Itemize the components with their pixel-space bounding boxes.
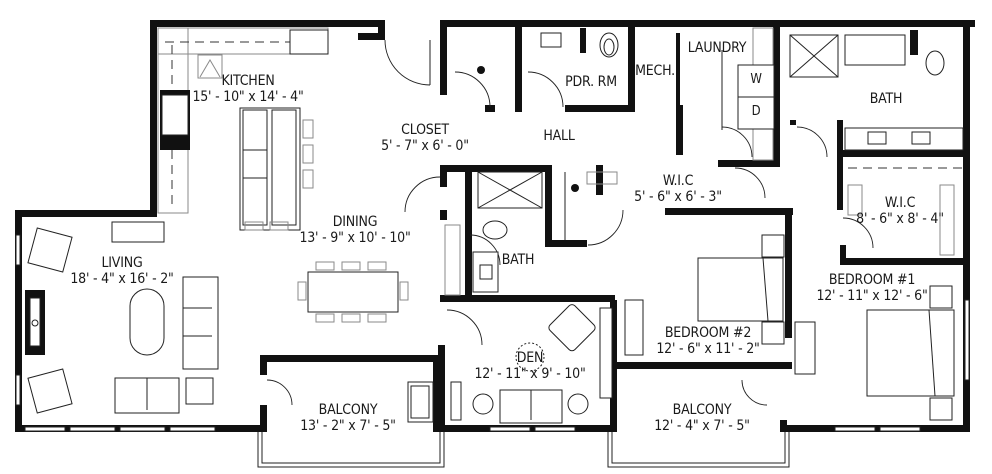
room-bath-2[interactable]: BATH <box>502 252 535 268</box>
room-dimensions: 12' - 11" x 12' - 6" <box>816 288 928 304</box>
room-hall[interactable]: HALL <box>543 128 575 144</box>
room-dimensions: 8' - 6" x 8' - 4" <box>856 211 944 227</box>
room-den[interactable]: DEN 12' - 11" x 9' - 10" <box>474 350 585 382</box>
master-bath-fixtures <box>789 30 964 256</box>
room-balcony-1[interactable]: BALCONY 13' - 2" x 7' - 5" <box>300 402 396 434</box>
room-wic-2[interactable]: W.I.C 8' - 6" x 8' - 4" <box>856 195 944 227</box>
room-name: BATH <box>869 91 903 107</box>
room-name: HALL <box>543 128 575 144</box>
room-name: W.I.C <box>884 195 916 211</box>
balcony-grill <box>407 381 434 423</box>
room-balcony-2[interactable]: BALCONY 12' - 4" x 7' - 5" <box>654 402 750 434</box>
bedroom-2-furniture <box>624 234 785 356</box>
room-dimensions: 18' - 4" x 16' - 2" <box>70 271 174 287</box>
room-name: BEDROOM #2 <box>664 325 752 341</box>
room-name: LIVING <box>101 255 143 271</box>
den-furniture <box>450 304 613 424</box>
room-name: BALCONY <box>318 402 378 418</box>
doors <box>266 39 874 406</box>
room-dimensions: 12' - 11" x 9' - 10" <box>474 366 586 382</box>
room-closet[interactable]: CLOSET 5' - 7" x 6' - 0" <box>381 122 469 154</box>
room-name: CLOSET <box>401 122 449 138</box>
bedroom-1-furniture <box>794 285 955 421</box>
room-dimensions: 13' - 2" x 7' - 5" <box>300 418 396 434</box>
room-dimensions: 12' - 6" x 11' - 2" <box>656 341 760 357</box>
kitchen-fixtures <box>157 27 329 231</box>
room-dimensions: 12' - 4" x 7' - 5" <box>654 418 750 434</box>
bath-2-fixtures <box>444 171 618 296</box>
room-mech[interactable]: MECH. <box>635 63 675 79</box>
room-dimensions: 5' - 6" x 6' - 3" <box>634 189 722 205</box>
dryer-label: D <box>751 104 761 119</box>
room-dimensions: 13' - 9" x 10' - 10" <box>299 230 411 246</box>
room-dimensions: 5' - 7" x 6' - 0" <box>381 138 469 154</box>
room-bedroom-2[interactable]: BEDROOM #2 12' - 6" x 11' - 2" <box>656 325 760 357</box>
room-bedroom-1[interactable]: BEDROOM #1 12' - 11" x 12' - 6" <box>816 272 927 304</box>
laundry-fixtures <box>721 27 775 161</box>
room-dining[interactable]: DINING 13' - 9" x 10' - 10" <box>299 214 410 246</box>
room-bath-master[interactable]: BATH <box>870 91 903 107</box>
room-name: BALCONY <box>672 402 732 418</box>
room-name: KITCHEN <box>221 73 275 89</box>
room-name: BEDROOM #1 <box>828 272 916 288</box>
room-name: DINING <box>332 214 378 230</box>
room-name: DEN <box>516 350 544 366</box>
living-furniture <box>25 221 219 414</box>
room-name: LAUNDRY <box>687 40 747 56</box>
interior-walls <box>260 20 965 432</box>
washer-label: W <box>750 72 762 87</box>
room-name: W.I.C <box>662 173 694 189</box>
room-living[interactable]: LIVING 18' - 4" x 16' - 2" <box>70 255 174 287</box>
room-name: PDR. RM <box>565 74 617 90</box>
dining-table <box>297 261 409 323</box>
balcony-railings <box>257 432 790 468</box>
room-wic-1[interactable]: W.I.C 5' - 6" x 6' - 3" <box>634 173 722 205</box>
room-kitchen[interactable]: KITCHEN 15' - 10" x 14' - 4" <box>192 73 303 105</box>
powder-room-fixtures <box>540 28 619 58</box>
room-laundry[interactable]: LAUNDRY <box>687 40 747 56</box>
room-pdr-rm[interactable]: PDR. RM <box>565 74 617 90</box>
room-name: BATH <box>501 252 535 268</box>
room-name: MECH. <box>635 63 675 79</box>
room-dimensions: 15' - 10" x 14' - 4" <box>192 89 304 105</box>
